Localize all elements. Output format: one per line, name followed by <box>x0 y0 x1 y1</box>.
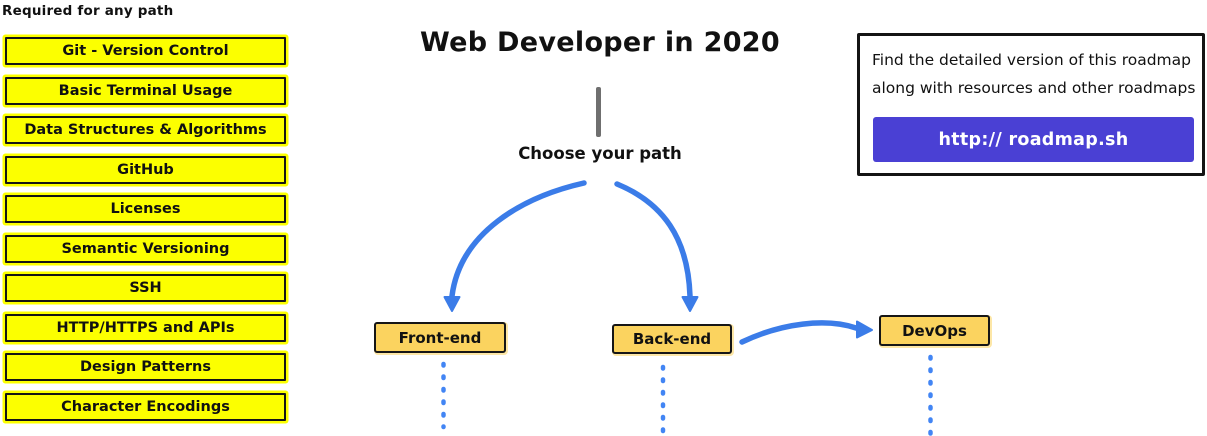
page-title: Web Developer in 2020 <box>420 27 780 58</box>
node-back-end[interactable]: Back-end <box>612 324 732 354</box>
topic-box-github[interactable]: GitHub <box>5 155 286 184</box>
topic-box-dsa[interactable]: Data Structures & Algorithms <box>5 116 286 144</box>
topic-box-terminal[interactable]: Basic Terminal Usage <box>5 76 286 105</box>
topic-box-licenses[interactable]: Licenses <box>5 195 286 223</box>
topic-box-ssh[interactable]: SSH <box>5 274 286 302</box>
topic-box-semver[interactable]: Semantic Versioning <box>5 234 286 263</box>
info-text-line2: along with resources and other roadmaps <box>872 79 1196 97</box>
arrow-to-backend-head <box>681 296 699 312</box>
topic-box-git[interactable]: Git - Version Control <box>5 37 286 65</box>
roadmap-url-button[interactable]: http:// roadmap.sh <box>873 117 1194 162</box>
choose-your-path-label: Choose your path <box>518 144 682 163</box>
arrow-to-frontend-head <box>443 296 461 312</box>
topic-box-encodings[interactable]: Character Encodings <box>5 392 286 421</box>
info-text-line1: Find the detailed version of this roadma… <box>872 51 1191 69</box>
topic-box-http[interactable]: HTTP/HTTPS and APIs <box>5 313 286 342</box>
node-devops[interactable]: DevOps <box>879 315 990 346</box>
node-front-end[interactable]: Front-end <box>374 322 506 353</box>
arrow-to-backend <box>614 181 693 299</box>
required-topics-list: Git - Version Control Basic Terminal Usa… <box>5 37 286 432</box>
title-connector-line <box>596 87 601 137</box>
arrow-to-frontend <box>449 180 587 299</box>
arrow-to-devops-head <box>856 320 873 339</box>
topic-box-design-patterns[interactable]: Design Patterns <box>5 353 286 381</box>
required-path-heading: Required for any path <box>2 3 174 19</box>
arrow-to-devops <box>739 320 859 345</box>
roadmap-info-box: Find the detailed version of this roadma… <box>857 33 1205 176</box>
